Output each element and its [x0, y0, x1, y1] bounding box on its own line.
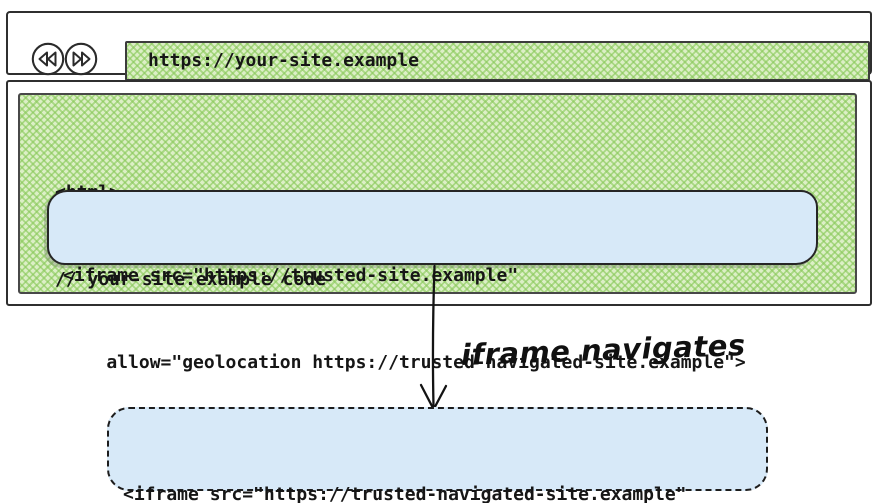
browser-toolbar: https://your-site.example — [6, 11, 872, 81]
back-double-arrow-icon — [31, 42, 65, 76]
iframe-code-line: <iframe src="https://trusted-navigated-s… — [123, 484, 687, 503]
html-code-line: // your-site.example code — [55, 269, 326, 290]
iframe-code-line: <iframe src="https://trusted-site.exampl… — [63, 265, 519, 286]
back-button — [31, 42, 65, 76]
forward-button — [64, 42, 98, 76]
navigated-iframe-box: <iframe src="https://trusted-navigated-s… — [107, 407, 768, 503]
url-bar: https://your-site.example — [125, 41, 870, 81]
forward-double-arrow-icon — [64, 42, 98, 76]
embedded-iframe-box: <iframe src="https://trusted-site.exampl… — [47, 190, 818, 373]
iframe-code-line: allow="geolocation https://trusted-navig… — [63, 352, 746, 373]
embedded-iframe-code: <iframe src="https://trusted-site.exampl… — [49, 192, 816, 435]
navigated-iframe-code: <iframe src="https://trusted-navigated-s… — [109, 409, 766, 503]
url-text: https://your-site.example — [148, 50, 419, 71]
